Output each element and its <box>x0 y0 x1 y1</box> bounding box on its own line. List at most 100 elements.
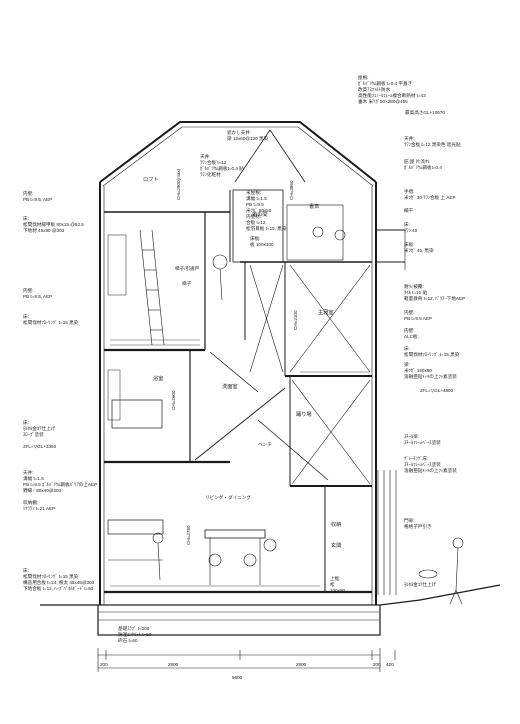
svg-text:内壁材:: 内壁材: <box>246 213 261 220</box>
ceiling-top-spec: ﾗﾜﾝ合板 t=12 黒染色 遮光貼 <box>404 141 461 148</box>
bath-label: 浴室 <box>153 374 163 382</box>
wash-label: 洗面室 <box>222 382 238 390</box>
void-label: 遊の間 <box>252 210 268 218</box>
svg-text:野縁 □30x40@303: 野縁 □30x40@303 <box>23 487 62 494</box>
svg-text:内壁:: 内壁: <box>23 287 33 294</box>
bracing-and-stairs <box>107 226 464 605</box>
level-2fl-right: 2FL=▽GL+4800 <box>420 388 454 393</box>
svg-text:基礎ｽﾗﾌﾞ t=200: 基礎ｽﾗﾌﾞ t=200 <box>118 625 150 632</box>
svg-text:ﾗﾜﾝ合板 t=12: ﾗﾜﾝ合板 t=12 <box>200 159 227 166</box>
svg-text:松羽目板 t=15, 黒染: 松羽目板 t=15, 黒染 <box>246 225 287 232</box>
left-notes: 内壁: PB t=9.5, AEP 床: 松間伐材縁甲板 80x15 @92.5… <box>23 190 97 592</box>
svg-text:PB t=9.5, AEP: PB t=9.5, AEP <box>23 197 52 202</box>
top-level-label: 最高高さGL+10670 <box>405 109 445 116</box>
svg-text:CH=2100: CH=2100 <box>293 310 298 330</box>
svg-text:200: 200 <box>373 662 381 667</box>
svg-text:100x90: 100x90 <box>330 588 346 593</box>
svg-text:溶融亜鉛ﾒｯｷの上ﾌｯ素塗装: 溶融亜鉛ﾒｯｷの上ﾌｯ素塗装 <box>404 467 457 474</box>
svg-text:米ﾂｶﾞ 50x50: 米ﾂｶﾞ 50x50 <box>246 207 272 214</box>
right-upper-notes: 天井: ﾗﾜﾝ合板 t=12 黒染色 遮光貼 庇 屋 片流れ ｶﾞﾙﾊﾞﾘｳﾑ鋼… <box>404 135 461 254</box>
loft-label: ロフト <box>143 176 159 183</box>
svg-text:ｽﾁｰﾙ梁:: ｽﾁｰﾙ梁: <box>404 433 419 440</box>
svg-text:ｽﾁｰﾙﾌﾚｰﾑﾍﾞｰｽ塗装: ｽﾁｰﾙﾌﾚｰﾑﾍﾞｰｽ塗装 <box>404 439 441 446</box>
svg-text:PB t=9.5: PB t=9.5 <box>246 202 264 207</box>
handrail-label: 手摺: <box>404 188 414 195</box>
svg-text:下地材 45x90 @303: 下地材 45x90 @303 <box>23 227 65 234</box>
svg-text:ｸﾞﾚｰﾁﾝｸﾞ床:: ｸﾞﾚｰﾁﾝｸﾞ床: <box>404 455 428 462</box>
svg-text:溝幅 t=1.5: 溝幅 t=1.5 <box>246 195 267 202</box>
svg-text:米屋根:: 米屋根: <box>246 189 261 196</box>
svg-text:収納棚:: 収納棚: <box>23 499 38 506</box>
foundation-notes: 基礎ｽﾗﾌﾞ t=200 防湿ｺﾝｸﾘｰﾄ t=50 砕石 t=60 <box>118 625 152 644</box>
svg-text:内壁:: 内壁: <box>23 190 33 197</box>
ceiling-heights: CH=2900(max) CH=3860 CH=2100 CH=2600 CH=… <box>171 168 298 545</box>
ceiling-wood-notes: 遮かし天井 梁 12x60@120 黒染 天井: ﾗﾜﾝ合板 t=12 ｶﾞﾙﾊ… <box>143 129 269 183</box>
svg-text:床:: 床: <box>23 567 29 574</box>
svg-text:床:: 床: <box>23 215 29 222</box>
svg-text:CH=3860: CH=3860 <box>289 180 294 200</box>
roof-spec-1: ｶﾞﾙﾊﾞﾘｳﾑ鋼板 t=0.4 平葺き <box>358 80 412 87</box>
handrail-spec: 米ﾂｶﾞ 30 ﾗﾜﾝ合板 上 AEP <box>404 194 456 201</box>
balcony-label: 庇 屋 片流れ <box>404 158 430 165</box>
svg-text:PB t=9.5 ｶﾞﾙﾊﾞﾘｳﾑ鋼板ﾊﾞﾘｱの上AEP: PB t=9.5 ｶﾞﾙﾊﾞﾘｳﾑ鋼板ﾊﾞﾘｱの上AEP <box>23 481 97 488</box>
roof-spec-2: 改質ｱｽﾌｧﾙﾄ防水 <box>358 86 391 93</box>
svg-text:米ﾂｶﾞ 150x90: 米ﾂｶﾞ 150x90 <box>404 367 432 374</box>
storage-label: 収納 <box>331 520 341 528</box>
svg-text:耐火被覆:: 耐火被覆: <box>404 283 424 290</box>
svg-text:梯子: 梯子 <box>182 280 192 287</box>
svg-text:松間伐材ﾌﾛｰﾘﾝｸﾞ t=15 黒染: 松間伐材ﾌﾛｰﾘﾝｸﾞ t=15 黒染 <box>404 351 460 358</box>
svg-text:溝幅 t=1.5: 溝幅 t=1.5 <box>23 475 44 482</box>
atrium-notes: 米屋根: 溝幅 t=1.5 PB t=9.5 米ﾂｶﾞ 50x50 内壁材: 合… <box>246 189 319 248</box>
room-labels: 梯子/引違戸 梯子 浴室 洗面室 踊り場 主寝室 ベンチ リビング・ダイニング … <box>153 265 341 549</box>
total-width: 5600 <box>232 675 243 680</box>
svg-text:溶融亜鉛ﾒｯｷの上ﾌｯ素塗装: 溶融亜鉛ﾒｯｷの上ﾌｯ素塗装 <box>404 373 457 380</box>
svg-text:ｽﾛｰﾌﾟ塗装: ｽﾛｰﾌﾟ塗装 <box>23 431 44 438</box>
level-2fl-left: 2FL=▽GL+3350 <box>23 444 57 449</box>
svg-text:CH=2780: CH=2780 <box>186 525 191 545</box>
floor-r2-spec: 米ﾂｶﾞ 45, 黒染 <box>404 247 434 254</box>
svg-text:床:: 床: <box>23 419 29 426</box>
svg-text:板 100x100: 板 100x100 <box>250 241 274 248</box>
bench-label: ベンチ <box>258 442 272 447</box>
finish-ground-label: ﾓﾙﾀﾙ金ｺﾃ仕上げ <box>404 581 437 588</box>
svg-text:上框:: 上框: <box>330 575 340 582</box>
svg-text:松: 松 <box>330 581 335 588</box>
dimension-texts: 200 2800 2800 200 420 5600 <box>100 662 394 680</box>
svg-text:梁:: 梁: <box>404 361 410 368</box>
svg-text:内壁:: 内壁: <box>404 309 414 316</box>
svg-text:門扉:: 門扉: <box>404 517 414 524</box>
floor-r-spec: ﾗﾜﾝ 40 <box>404 228 418 233</box>
study-label: 書斎 <box>309 202 319 210</box>
svg-text:下地合板 t=12, ﾊｰﾌﾞﾊﾟﾈﾙﾎﾞｰﾄﾞt=50: 下地合板 t=12, ﾊｰﾌﾞﾊﾟﾈﾙﾎﾞｰﾄﾞt=50 <box>23 585 94 592</box>
svg-text:ﾗﾜﾝ化粧材: ﾗﾜﾝ化粧材 <box>200 171 221 178</box>
svg-text:420: 420 <box>386 662 394 667</box>
roof-note: 屋根: ｶﾞﾙﾊﾞﾘｳﾑ鋼板 t=0.4 平葺き 改質ｱｽﾌｧﾙﾄ防水 高性能ﾌ… <box>358 74 445 116</box>
bedroom-label: 主寝室 <box>318 308 334 316</box>
svg-text:砕石 t=60: 砕石 t=60 <box>118 637 138 644</box>
dimension-lines <box>97 648 396 672</box>
svg-text:CH=2900(max): CH=2900(max) <box>176 168 181 200</box>
svg-text:格格子戸引き: 格格子戸引き <box>404 523 432 530</box>
svg-text:内壁:: 内壁: <box>404 327 414 334</box>
roof-spec-3: 高性能ﾌｪﾉｰﾙﾌｫｰﾑ複合断熱材 t=43 <box>358 92 426 99</box>
balcony-spec: ｶﾞﾙﾊﾞﾘｳﾑ鋼板t=0.4 <box>404 164 442 171</box>
svg-text:ｽﾁｰﾙﾌﾚｰﾑﾍﾞｰｽ塗装: ｽﾁｰﾙﾌﾚｰﾑﾍﾞｰｽ塗装 <box>404 461 441 468</box>
svg-text:ｼﾅﾗﾜﾝ t=21 AEP: ｼﾅﾗﾜﾝ t=21 AEP <box>23 506 55 512</box>
svg-text:構造用合板 t=24, 根太 45x45@303: 構造用合板 t=24, 根太 45x45@303 <box>23 579 95 586</box>
right-mid-notes: 耐火被覆: ﾀｲﾙ t=10 貼 軽量鉄骨 t=12, ﾊﾞﾘｱｰ下地AEP 内… <box>330 283 465 593</box>
svg-text:PB t=9.5 AEP: PB t=9.5 AEP <box>404 316 432 321</box>
svg-text:床:: 床: <box>23 313 29 320</box>
svg-text:床:: 床: <box>404 345 410 352</box>
svg-text:松間伐材縁甲板 80x15 @92.5: 松間伐材縁甲板 80x15 @92.5 <box>23 221 84 228</box>
svg-text:合板 t=12: 合板 t=12 <box>246 219 266 226</box>
svg-text:松間伐材ﾌﾛｰﾘﾝｸﾞ t=15 黒染: 松間伐材ﾌﾛｰﾘﾝｸﾞ t=15 黒染 <box>23 573 79 580</box>
living-label: リビング・ダイニング <box>205 494 251 501</box>
svg-text:防湿ｺﾝｸﾘｰﾄ t=50: 防湿ｺﾝｸﾘｰﾄ t=50 <box>118 631 152 638</box>
svg-text:梁 12x60@120 黒染: 梁 12x60@120 黒染 <box>227 135 269 142</box>
svg-text:梯子/引違戸: 梯子/引違戸 <box>175 265 200 272</box>
floor-r-label: 床: <box>404 221 410 228</box>
roof-label: 屋根: <box>358 74 368 81</box>
ceiling-top-label: 天井: <box>404 135 414 142</box>
landing-label: 踊り場 <box>296 410 312 418</box>
